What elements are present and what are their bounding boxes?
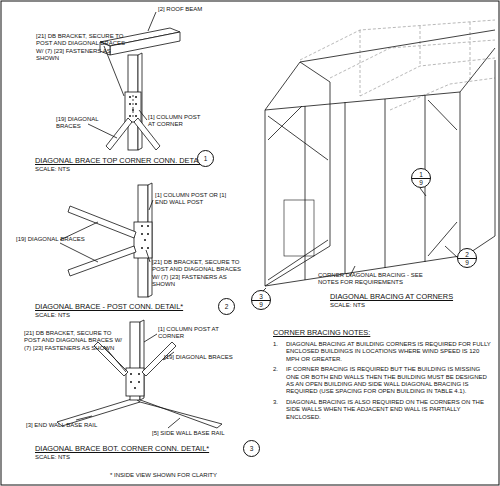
callout-number: 3: [244, 445, 259, 452]
part-label: [1] COLUMN POST AT CORNER: [148, 114, 204, 129]
part-label: CORNER DIAGONAL BRACING - SEE NOTES FOR …: [318, 272, 428, 287]
part-label: [21] DB BRACKET, SECURE TO POST AND DIAG…: [152, 259, 250, 289]
part-label: SCALE: NTS: [35, 312, 85, 319]
part-label: [19] DIAGONAL BRACES: [16, 236, 86, 243]
part-label: [1] COLUMN POST AT CORNER: [158, 326, 222, 341]
note-text: DIAGONAL BRACING AT BUILDING CORNERS IS …: [286, 341, 492, 363]
part-label: * INSIDE VIEW SHOWN FOR CLARITY: [110, 472, 260, 479]
detail-callout-circle: 3: [243, 440, 260, 457]
part-label: [21] DB BRACKET, SECURE TO POST AND DIAG…: [24, 330, 128, 352]
note-text: 3.: [273, 399, 285, 406]
note-text: DIAGONAL BRACING IS ALSO REQUIRED ON THE…: [286, 399, 492, 421]
part-label: [2] ROOF BEAM: [158, 6, 228, 13]
part-label: SCALE: NTS: [35, 454, 85, 461]
detail-callout-circle: 39: [251, 290, 271, 310]
part-label: [1] COLUMN POST OR [1] END WALL POST: [155, 192, 237, 207]
detail-top-corner: [88, 12, 180, 150]
building-frame: [262, 20, 495, 292]
note-text: 1.: [273, 341, 285, 348]
part-label: SCALE: NTS: [330, 302, 380, 309]
part-label: [3] END WALL BASE RAIL: [26, 422, 116, 429]
callout-number: 1: [412, 171, 430, 178]
detail-title: DIAGONAL BRACE - POST CONN. DETAIL*: [35, 302, 225, 311]
callout-number: 9: [458, 258, 476, 266]
part-label: SCALE: NTS: [35, 166, 85, 173]
note-text: IF CORNER BRACING IS REQUIRED BUT THE BU…: [286, 366, 492, 396]
detail-title: DIAGONAL BRACE TOP CORNER CONN. DETAIL*: [35, 156, 210, 165]
callout-number: 9: [252, 300, 270, 308]
detail-callout-circle: 2: [218, 298, 235, 315]
part-label: [19] DIAGONAL BRACES: [164, 354, 236, 361]
detail-title: CORNER BRACING NOTES:: [273, 328, 433, 337]
note-text: 2.: [273, 366, 285, 373]
part-label: [5] SIDE WALL BASE RAIL: [152, 430, 248, 437]
callout-number: 1: [198, 155, 213, 162]
part-label: [19] DIAGONAL BRACES: [56, 116, 102, 131]
callout-number: 9: [412, 178, 430, 186]
detail-callout-circle: 19: [411, 168, 431, 188]
detail-title: DIAGONAL BRACING AT CORNERS: [330, 292, 490, 301]
detail-title: DIAGONAL BRACE BOT. CORNER CONN. DETAIL*: [35, 444, 245, 453]
callout-number: 3: [252, 293, 270, 300]
callout-number: 2: [219, 303, 234, 310]
detail-bottom-corner: [57, 320, 222, 428]
detail-callout-circle: 1: [197, 150, 214, 167]
part-label: [21] DB BRACKET, SECURE TO POST AND DIAG…: [36, 33, 130, 63]
callout-number: 2: [458, 251, 476, 258]
detail-callout-circle: 29: [457, 248, 477, 268]
